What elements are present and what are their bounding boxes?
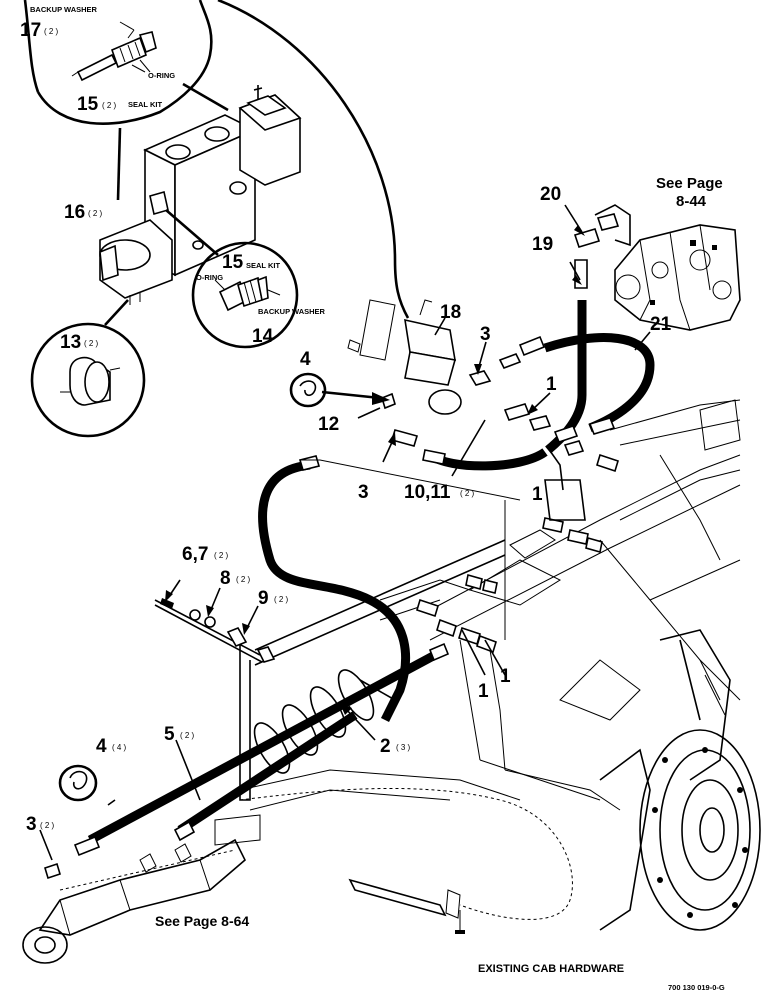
clip-icon-upper	[289, 372, 390, 408]
label-seal-kit-mid: SEAL KIT	[246, 261, 280, 270]
hose-long-left	[258, 460, 410, 723]
label-item-12: 12	[318, 414, 339, 435]
hose-lower-loop	[427, 448, 548, 471]
label-item-3-upper: 3	[480, 324, 491, 345]
label-existing-cab-hardware: EXISTING CAB HARDWARE	[478, 963, 624, 975]
label-item-3-mid: 3	[358, 482, 369, 503]
callout-leaders	[39, 204, 651, 861]
label-ref-number: 700 130 019-0-G	[668, 983, 725, 992]
label-see-page-top: See Page	[656, 175, 723, 192]
label-item-18: 18	[440, 302, 461, 323]
label-see-page-bottom: See Page 8-64	[155, 913, 249, 929]
label-item-6-7-qty: ( 2 )	[214, 551, 229, 560]
label-item-5: 5	[164, 724, 175, 745]
hose-5	[87, 651, 438, 844]
label-item-3-lower: 3	[26, 814, 37, 835]
leader-top-1	[182, 82, 229, 112]
label-item-3-lower-qty: ( 2 )	[40, 821, 55, 830]
hoses	[87, 300, 655, 844]
label-item-8: 8	[220, 568, 231, 589]
hose-5-lower	[177, 711, 358, 834]
label-backup-washer-top: BACKUP WASHER	[30, 5, 98, 14]
label-item-16: 16	[64, 202, 85, 223]
label-item-21: 21	[650, 314, 672, 335]
label-item-13-qty: ( 2 )	[84, 339, 99, 348]
label-item-1-b: 1	[532, 484, 543, 505]
detail-arc-right	[217, 0, 410, 319]
label-item-2: 2	[380, 736, 391, 757]
label-item-1-a: 1	[546, 374, 557, 395]
label-see-page-top-num: 8-44	[676, 193, 707, 210]
label-item-10-11: 10,11	[404, 482, 451, 503]
label-item-15-top: 15	[77, 94, 99, 115]
brackets	[154, 459, 586, 846]
label-item-19: 19	[532, 234, 553, 255]
label-item-9: 9	[258, 588, 269, 609]
label-item-6-7: 6,7	[182, 544, 208, 565]
detail-bubble-top	[23, 0, 213, 125]
label-item-16-qty: ( 2 )	[88, 209, 103, 218]
fittings	[44, 213, 620, 880]
label-item-14: 14	[252, 326, 274, 347]
label-item-2-qty: ( 3 )	[396, 743, 411, 752]
label-item-17: 17	[20, 20, 41, 41]
label-item-4-lower: 4	[96, 736, 107, 757]
label-item-10-11-qty: ( 2 )	[460, 489, 475, 498]
detail-circle-13	[30, 299, 146, 438]
hose-21	[543, 333, 655, 433]
detail-circle-14	[191, 241, 299, 349]
hydraulic-pump	[594, 204, 741, 331]
label-item-1-c: 1	[478, 681, 489, 702]
spiral-wrap	[253, 669, 396, 774]
label-oring-mid: O-RING	[196, 273, 223, 282]
label-oring-top: O-RING	[148, 71, 175, 80]
leader-top-2	[116, 127, 122, 201]
wheel-gearbox	[599, 629, 761, 931]
label-item-9-qty: ( 2 )	[274, 595, 289, 604]
label-item-15-mid: 15	[222, 252, 244, 273]
callout-labels: BACKUP WASHER 17 ( 2 ) O-RING 15 ( 2 ) S…	[20, 5, 725, 992]
label-backup-washer-mid: BACKUP WASHER	[258, 307, 326, 316]
label-item-1-d: 1	[500, 666, 511, 687]
label-item-15-top-qty: ( 2 )	[102, 101, 117, 110]
hose-19	[545, 300, 587, 454]
clip-icon-lower	[58, 764, 98, 802]
machine-frame	[239, 399, 741, 811]
label-item-5-qty: ( 2 )	[180, 731, 195, 740]
solenoid-valve-detail	[99, 85, 302, 305]
cylinder	[22, 838, 246, 964]
label-item-13: 13	[60, 332, 81, 353]
label-item-17-qty: ( 2 )	[44, 27, 59, 36]
valve-18	[347, 299, 462, 415]
label-item-20: 20	[540, 184, 561, 205]
label-seal-kit-top: SEAL KIT	[128, 100, 162, 109]
cab-cable	[239, 787, 573, 934]
label-item-4-upper: 4	[300, 349, 311, 370]
label-item-4-lower-qty: ( 4 )	[112, 743, 127, 752]
label-item-8-qty: ( 2 )	[236, 575, 251, 584]
